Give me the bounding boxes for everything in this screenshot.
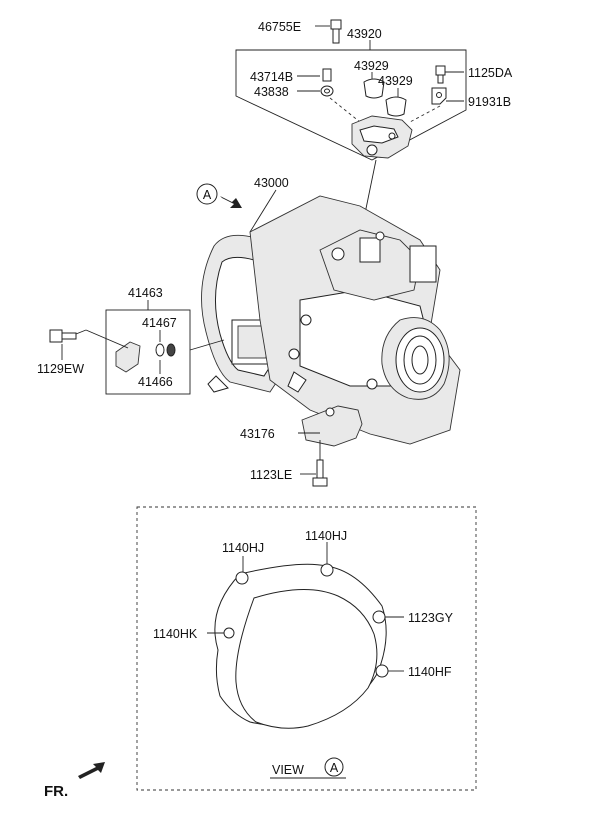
label-43000: 43000 [254, 176, 289, 190]
label-43929a: 43929 [354, 59, 389, 73]
front-direction-label: FR. [44, 783, 68, 800]
mount-bracket-43176-icon [301, 405, 363, 447]
bolt-1125DA-icon [435, 65, 446, 84]
oring-41467-icon [155, 343, 165, 357]
label-43920: 43920 [347, 27, 382, 41]
label-43714B: 43714B [250, 70, 293, 84]
washer-43838-icon [320, 85, 334, 97]
bracket-41463-icon [115, 341, 141, 373]
label-1140HJ-top: 1140HJ [305, 529, 347, 543]
label-41467: 41467 [142, 316, 177, 330]
bracket-91931B-icon [431, 87, 447, 105]
leader-43000 [249, 189, 277, 233]
view-caption-circle [324, 757, 344, 777]
group-outline-43920 [235, 49, 467, 161]
bolt-46755E-icon [330, 19, 342, 44]
bolt-hole-1140HK [223, 627, 235, 639]
stud-43714B-icon [322, 68, 332, 82]
mount-group-43176 [298, 405, 363, 487]
label-1140HJ-left: 1140HJ [222, 541, 264, 555]
label-1125DA: 1125DA [468, 66, 513, 80]
label-43838: 43838 [254, 85, 289, 99]
bolt-hole-1140HF [375, 664, 389, 678]
label-41466: 41466 [138, 375, 173, 389]
front-arrow-icon [78, 762, 105, 779]
label-1140HF: 1140HF [408, 665, 452, 679]
view-caption-text: VIEW [272, 763, 304, 777]
group-box-41463 [105, 309, 191, 395]
bolt-hole-1140HJ-top [320, 563, 334, 577]
callout-circle-a [196, 183, 218, 205]
label-41463: 41463 [128, 286, 163, 300]
label-43176: 43176 [240, 427, 275, 441]
bolt-hole-1123GY [372, 610, 386, 624]
oring-41466-icon [166, 343, 176, 357]
view-a-callout: A [196, 183, 242, 208]
callout-arrow-icon [220, 196, 242, 208]
callout-letter-a: A [203, 188, 212, 202]
view-caption-letter: A [330, 761, 339, 775]
label-43929b: 43929 [378, 74, 413, 88]
bracket-group-43920 [235, 19, 467, 229]
bolt-hole-1140HJ-left [235, 571, 249, 585]
label-91931B: 91931B [468, 95, 511, 109]
bolt-1123LE-icon [312, 459, 328, 487]
label-1129EW: 1129EW [37, 362, 84, 376]
label-1123GY: 1123GY [408, 611, 454, 625]
bolt-1129EW-icon [49, 329, 77, 343]
housing-flange-outline [214, 563, 389, 729]
label-1123LE: 1123LE [250, 468, 292, 482]
clip-43929a-icon [363, 78, 385, 99]
sensor-group-41463 [49, 300, 225, 395]
clip-43929b-icon [385, 96, 407, 117]
view-a-frame [136, 506, 477, 791]
label-46755E: 46755E [258, 20, 301, 34]
shift-bracket-assembly-icon [351, 115, 413, 159]
label-1140HK: 1140HK [153, 627, 198, 641]
transmission-assembly-43000 [201, 189, 461, 445]
